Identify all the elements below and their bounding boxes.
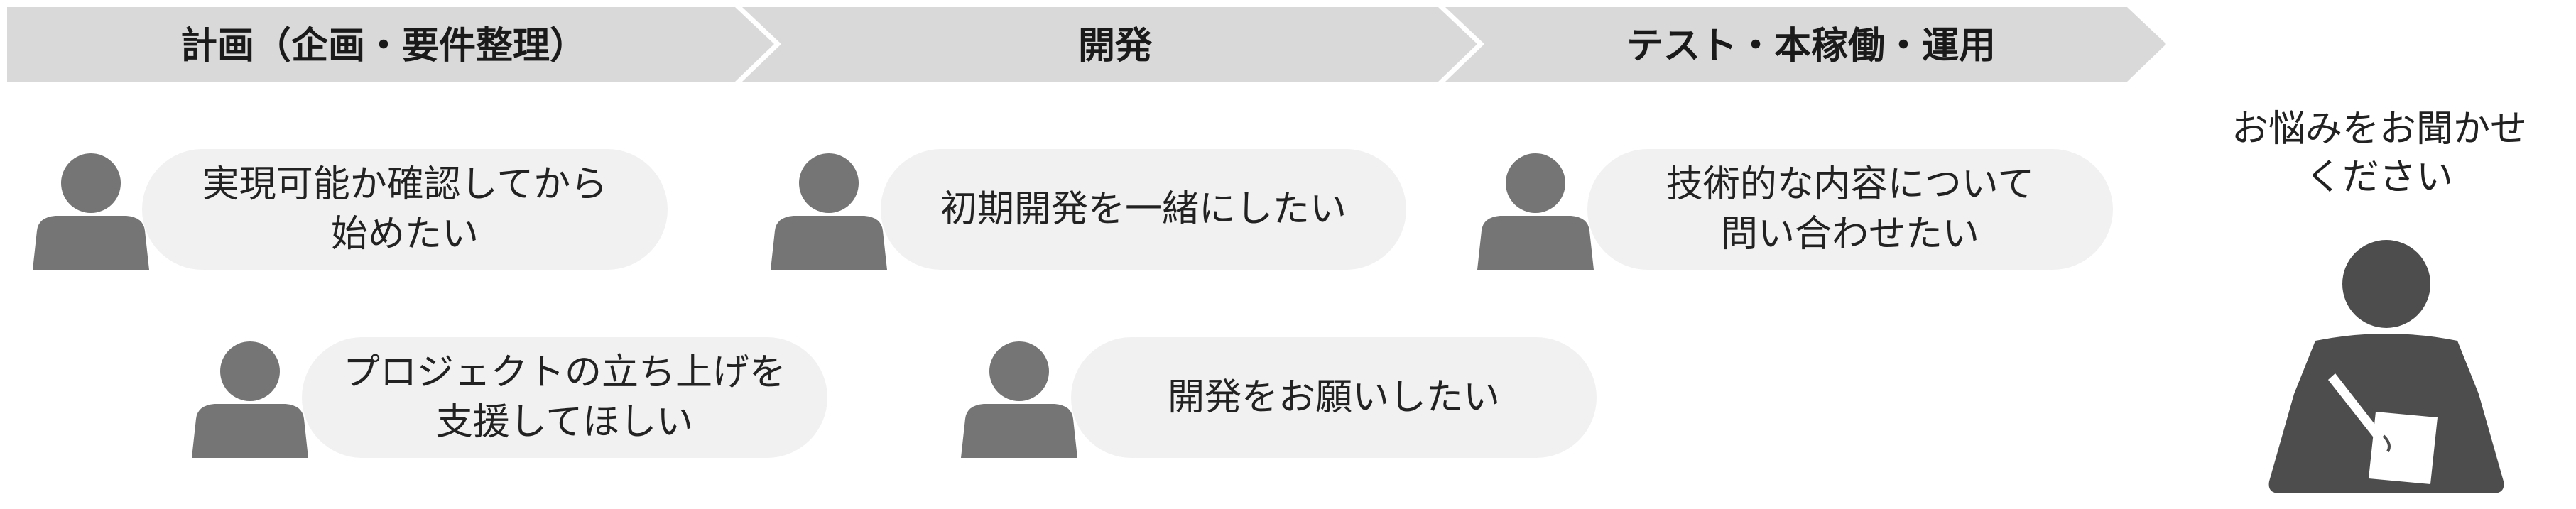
need-text: 初期開発を一緒にしたい bbox=[940, 188, 1347, 231]
need-text: 実現可能か確認してから 始めたい bbox=[202, 163, 608, 256]
need-text: 開発をお願いしたい bbox=[1167, 376, 1500, 419]
stage-label-operation: テスト・本稼働・運用 bbox=[1626, 25, 1996, 67]
need-text: 技術的な内容について 問い合わせたい bbox=[1665, 163, 2035, 256]
need-text: プロジェクトの立ち上げを 支援してほしい bbox=[342, 351, 786, 444]
stage-chevron-operation bbox=[1445, 7, 2166, 82]
stage-label-development: 開発 bbox=[1077, 25, 1152, 67]
person-icon bbox=[961, 341, 1077, 458]
speech-bubble: 技術的な内容について 問い合わせたい bbox=[1587, 149, 2113, 270]
speech-bubble: 実現可能か確認してから 始めたい bbox=[142, 149, 668, 270]
speech-bubble: 開発をお願いしたい bbox=[1071, 337, 1597, 458]
stage-chevron-bar bbox=[7, 7, 2166, 82]
person-icon bbox=[33, 153, 149, 270]
speech-bubble: プロジェクトの立ち上げを 支援してほしい bbox=[302, 337, 827, 458]
person-icon bbox=[192, 341, 308, 458]
stage-chevron-planning bbox=[7, 7, 774, 82]
person-icon bbox=[771, 153, 887, 270]
person-icon bbox=[1477, 153, 1594, 270]
advisor-caption: お悩みをお聞かせ ください bbox=[2231, 108, 2527, 199]
stage-label-planning: 計画（企画・要件整理） bbox=[180, 25, 587, 67]
speech-bubble: 初期開発を一緒にしたい bbox=[881, 149, 1406, 270]
stage-chevron-development bbox=[742, 7, 1477, 82]
advisor-writing-icon bbox=[2268, 240, 2504, 493]
